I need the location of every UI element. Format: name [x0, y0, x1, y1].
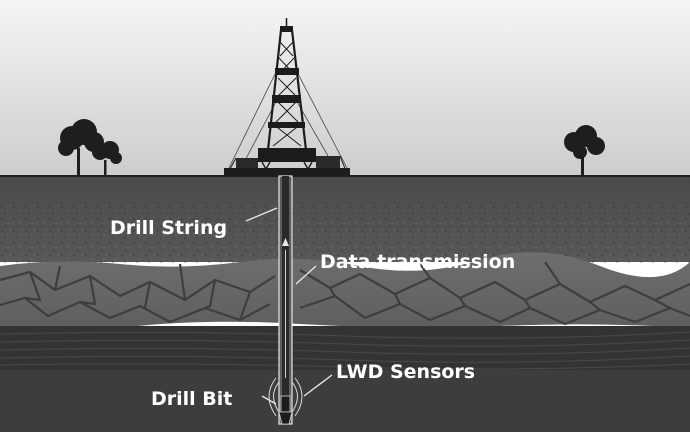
- tree-icon: [58, 119, 104, 176]
- speckle-texture: [0, 205, 690, 265]
- lwd-sensor-signal: [268, 377, 303, 417]
- drilling-rig-icon: [224, 18, 350, 177]
- drill-bit-icon: [278, 395, 293, 425]
- leader-lines: [245, 207, 333, 405]
- lwd-sensors-label: LWD Sensors: [336, 361, 475, 383]
- strata-lines: [0, 331, 690, 370]
- drill-string: [278, 175, 293, 425]
- drill-string-label: Drill String: [110, 217, 227, 239]
- bottom-layer: [0, 370, 690, 432]
- drill-bit-leader: [261, 395, 277, 405]
- tree-icon: [564, 125, 605, 176]
- data-transmission-arrow: [282, 238, 289, 246]
- tree-icon: [92, 141, 122, 176]
- lwd-sensors-leader: [303, 374, 333, 397]
- rock-cracks: [0, 261, 690, 326]
- fractured-rock-layer: [0, 252, 690, 333]
- drill-bit-label: Drill Bit: [151, 388, 232, 410]
- data-transmission-leader: [295, 265, 317, 285]
- drill-string-leader: [245, 207, 278, 222]
- data-transmission-label: Data transmission: [320, 251, 515, 273]
